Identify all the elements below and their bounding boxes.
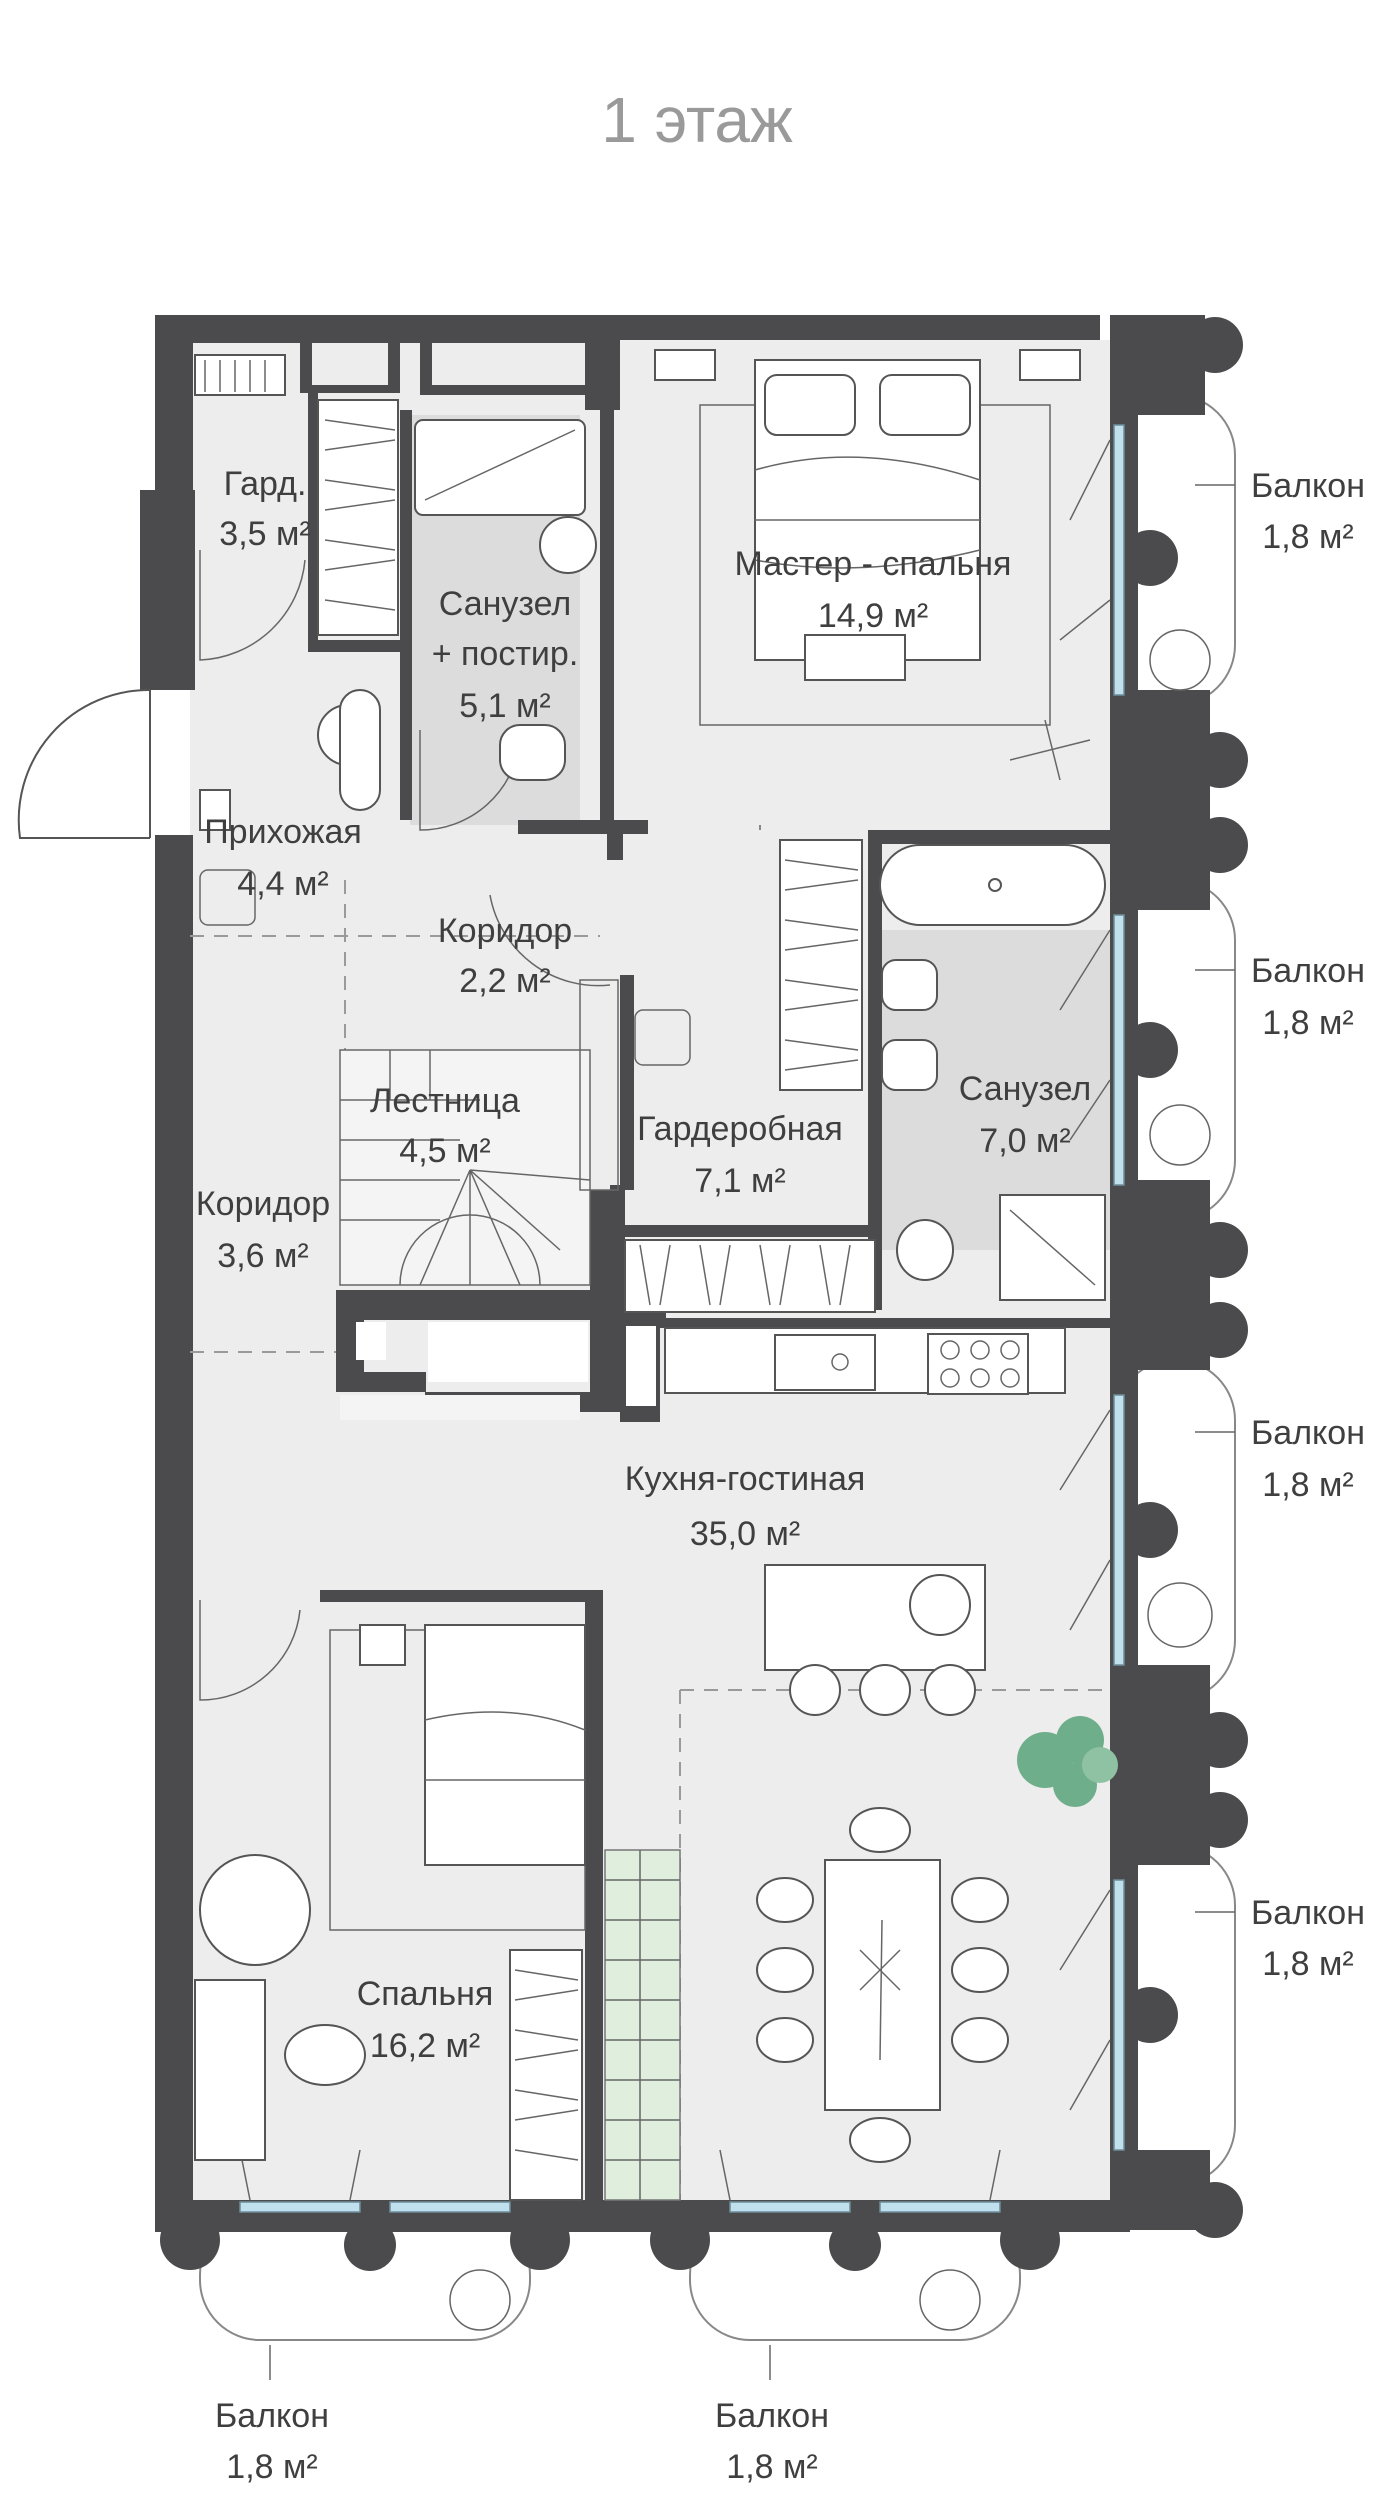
- label-balcony-4-area: 1,8 м²: [1262, 1945, 1353, 1983]
- label-lestnica-area: 4,5 м²: [399, 1132, 490, 1170]
- label-sanuzel1-name: Санузел: [439, 585, 571, 623]
- label-kuhnya-area: 35,0 м²: [690, 1515, 800, 1553]
- label-spalnya-name: Спальня: [357, 1975, 494, 2013]
- label-garderobnaya-name: Гардеробная: [637, 1110, 843, 1148]
- label-koridor1-area: 2,2 м²: [459, 962, 550, 1000]
- balconies-bottom: [199, 2214, 1021, 2341]
- label-balcony-2-area: 1,8 м²: [1262, 1004, 1353, 1042]
- kitchen-fixtures: [664, 1327, 1066, 1716]
- label-gard-name: Гард.: [224, 465, 307, 503]
- label-koridor1-name: Коридор: [438, 912, 572, 950]
- label-prihozhaya-area: 4,4 м²: [237, 865, 328, 903]
- zone-lines: [190, 880, 1110, 2200]
- label-balcony-4-name: Балкон: [1251, 1894, 1365, 1932]
- label-balcony-5-name: Балкон: [215, 2397, 329, 2435]
- label-lestnica-name: Лестница: [370, 1082, 520, 1120]
- shafts: [340, 1322, 656, 1420]
- balcony-labels: Балкон 1,8 м² Балкон 1,8 м² Балкон 1,8 м…: [215, 467, 1365, 2486]
- dining-table: [756, 1807, 1009, 2163]
- outer-walls: [140, 315, 1248, 2271]
- stair-lower: [604, 1849, 681, 2201]
- label-koridor2-area: 3,6 м²: [217, 1237, 308, 1275]
- label-spalnya-area: 16,2 м²: [370, 2027, 480, 2065]
- label-balcony-2-name: Балкон: [1251, 952, 1365, 990]
- label-sanuzel2-area: 7,0 м²: [979, 1122, 1070, 1160]
- bedroom-fixtures: [194, 689, 586, 2161]
- label-master-name: Мастер - спальня: [735, 545, 1012, 583]
- staircase: [339, 979, 619, 1286]
- label-sanuzel1-name2: + постир.: [432, 635, 579, 673]
- label-koridor2-name: Коридор: [196, 1185, 330, 1223]
- label-sanuzel2-name: Санузел: [959, 1070, 1091, 1108]
- label-balcony-3-name: Балкон: [1251, 1414, 1365, 1452]
- label-master-area: 14,9 м²: [818, 597, 928, 635]
- entrance-door: [17, 688, 151, 839]
- label-balcony-3-area: 1,8 м²: [1262, 1466, 1353, 1504]
- label-balcony-6-name: Балкон: [715, 2397, 829, 2435]
- label-sanuzel1-area: 5,1 м²: [459, 687, 550, 725]
- label-prihozhaya-name: Прихожая: [204, 813, 362, 851]
- master-bed: [654, 349, 1081, 726]
- label-balcony-1-area: 1,8 м²: [1262, 518, 1353, 556]
- label-balcony-6-area: 1,8 м²: [726, 2448, 817, 2486]
- floor-title: 1 этаж: [601, 84, 793, 156]
- label-gard-area: 3,5 м²: [219, 515, 310, 553]
- label-garderobnaya-area: 7,1 м²: [694, 1162, 785, 1200]
- wardrobes: [194, 354, 876, 2201]
- label-kuhnya-name: Кухня-гостиная: [625, 1460, 866, 1498]
- label-balcony-5-area: 1,8 м²: [226, 2448, 317, 2486]
- label-balcony-1-name: Балкон: [1251, 467, 1365, 505]
- windows: [239, 424, 1125, 2213]
- room-labels: Гард. 3,5 м² Санузел + постир. 5,1 м² Ма…: [196, 465, 1091, 2065]
- plants: [199, 629, 1213, 2331]
